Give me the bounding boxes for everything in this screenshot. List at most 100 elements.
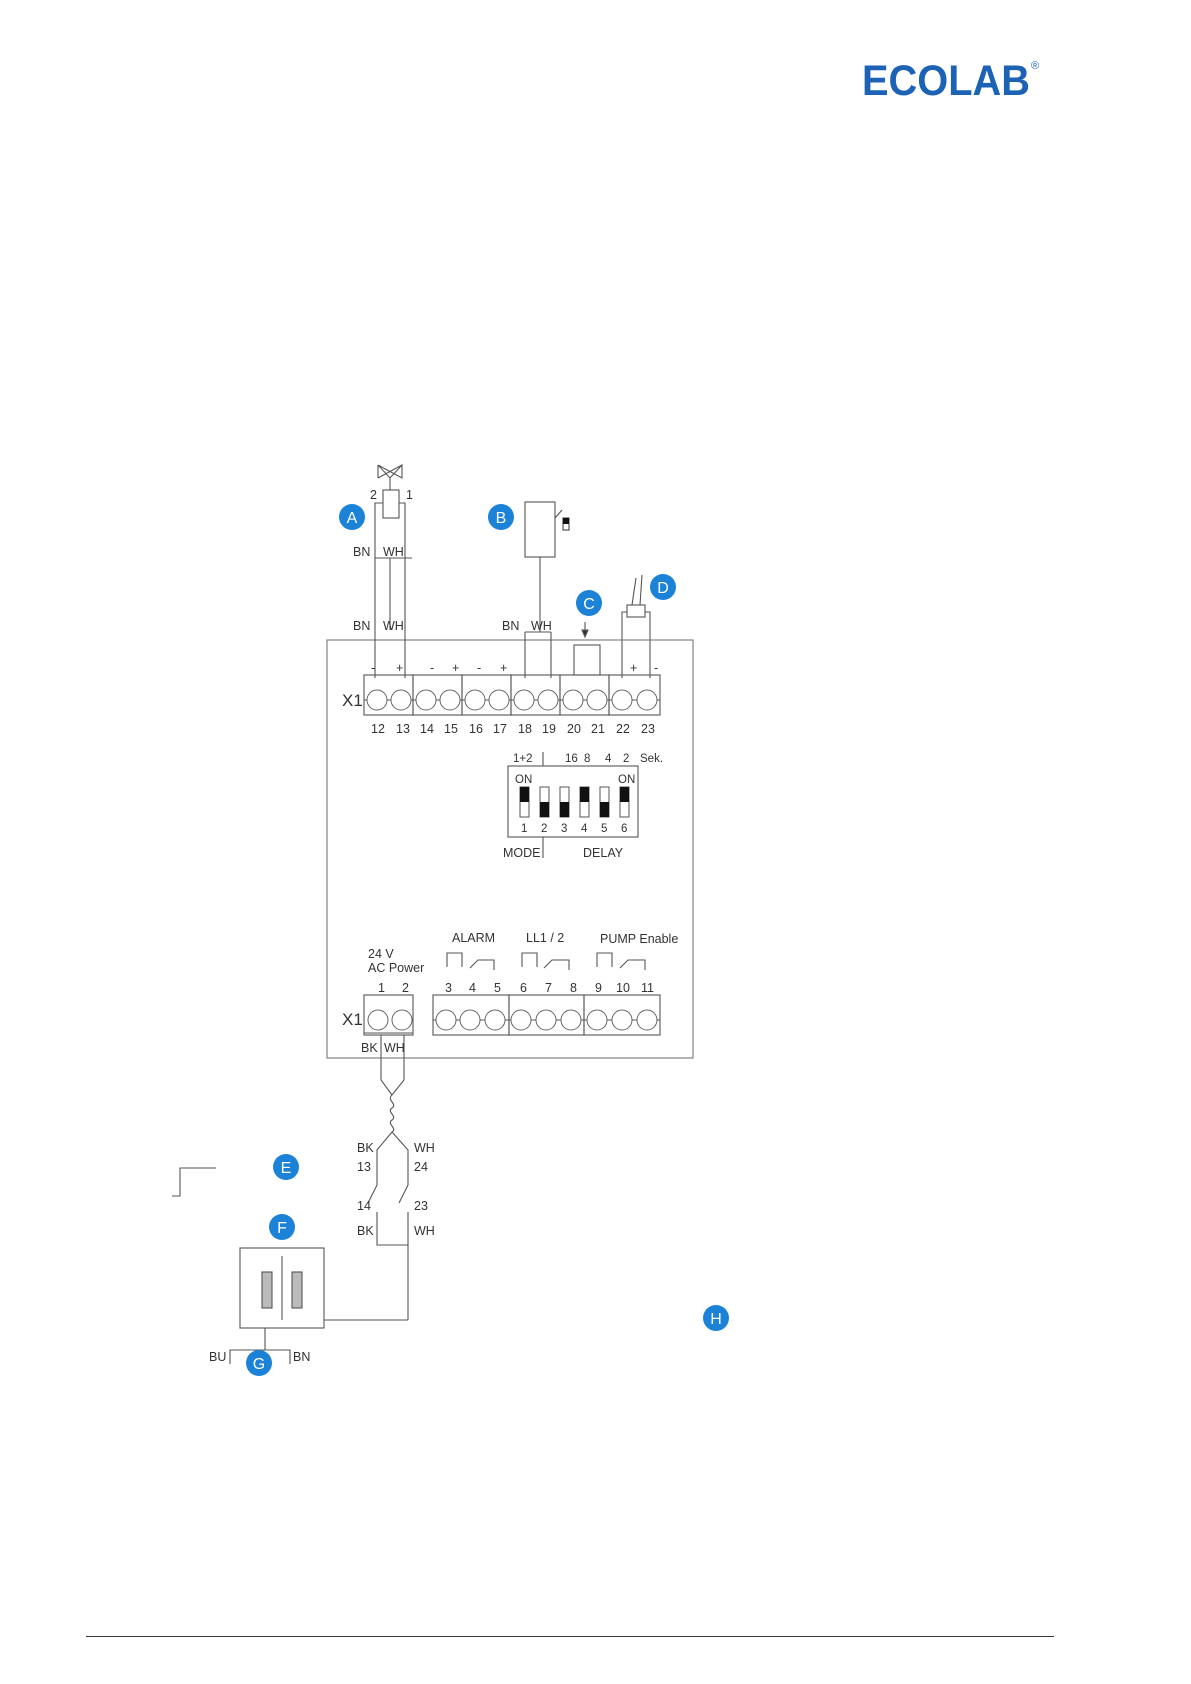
terminal-23 [637,690,657,710]
marker-d: D [650,574,676,600]
terminal-num-10: 10 [616,981,630,995]
terminal-1 [368,1010,388,1030]
terminal-num-12: 12 [371,722,385,736]
dip-label-1-2: 1+2 [513,753,533,765]
terminal-19 [538,690,558,710]
dip-switch-6-knob [620,787,629,802]
contactor-wh-top: WH [414,1141,435,1155]
polarity-14: - [430,661,434,675]
contactor-bk-bottom: BK [357,1224,374,1238]
terminal-wire-bn-b: BN [502,619,519,633]
marker-g: G [246,1350,272,1376]
terminal-6 [511,1010,531,1030]
terminal-x1-top-label: X1 [342,691,363,710]
power-label-ac: AC Power [368,961,424,975]
svg-text:C: C [583,596,595,613]
sensor-d-body [627,605,645,617]
terminal-14 [416,690,436,710]
terminal-num-13: 13 [396,722,410,736]
terminal-15 [440,690,460,710]
dip-label-8: 8 [584,753,590,765]
polarity-23: - [654,661,658,675]
terminal-wire-wh-a: WH [383,619,404,633]
dip-label-2: 2 [623,753,629,765]
terminal-13 [391,690,411,710]
terminal-18 [514,690,534,710]
marker-h: H [703,1305,729,1331]
polarity-13: + [396,661,403,675]
terminal-num-7: 7 [545,981,552,995]
contactor-bk-top: BK [357,1141,374,1155]
terminal-num-21: 21 [591,722,605,736]
valve-coil [383,490,399,518]
polarity-22: + [630,661,637,675]
terminal-17 [489,690,509,710]
marker-a: A [339,504,365,530]
valve-pin-2: 2 [370,488,377,502]
terminal-num-6: 6 [520,981,527,995]
dip-num-4: 4 [581,823,588,835]
terminal-4 [460,1010,480,1030]
terminal-num-3: 3 [445,981,452,995]
terminal-num-15: 15 [444,722,458,736]
dip-delay-label: DELAY [583,846,624,860]
terminal-21 [587,690,607,710]
terminal-num-11: 11 [641,981,654,995]
sensor-c-port [574,645,600,675]
terminal-3 [436,1010,456,1030]
dip-num-3: 3 [561,823,567,835]
dip-label-4: 4 [605,753,612,765]
sensor-b-body [525,502,555,557]
svg-text:D: D [657,580,669,597]
polarity-12: - [371,661,375,675]
contactor-wh-bottom: WH [414,1224,435,1238]
ll-label: LL1 / 2 [526,931,564,945]
power-label-24v: 24 V [368,947,394,961]
svg-text:G: G [253,1356,265,1373]
terminal-11 [637,1010,657,1030]
power-wire-bk: BK [361,1041,378,1055]
dip-switch-3-knob [560,802,569,817]
dip-switch-4-knob [580,787,589,802]
terminal-9 [587,1010,607,1030]
marker-b: B [488,504,514,530]
terminal-num-5: 5 [494,981,501,995]
terminal-num-4: 4 [469,981,476,995]
transformer-bn: BN [293,1350,310,1364]
dip-num-5: 5 [601,823,607,835]
terminal-x1-bottom-label: X1 [342,1010,363,1029]
terminal-num-18: 18 [518,722,532,736]
dip-num-6: 6 [621,823,627,835]
marker-c: C [576,590,602,616]
valve-wire-bn: BN [353,545,370,559]
contactor-14: 14 [357,1199,371,1213]
terminal-20 [563,690,583,710]
terminal-num-22: 22 [616,722,630,736]
pump-enable-label: PUMP Enable [600,932,678,946]
terminal-wire-bn-a: BN [353,619,370,633]
dip-switch-5-knob [600,802,609,817]
terminal-12 [367,690,387,710]
svg-text:A: A [347,510,358,527]
terminal-num-9: 9 [595,981,602,995]
terminal-num-20: 20 [567,722,581,736]
terminal-num-23: 23 [641,722,655,736]
terminal-wire-wh-b: WH [531,619,552,633]
terminal-7 [536,1010,556,1030]
dip-label-16: 16 [565,753,578,765]
transformer-bu: BU [209,1350,226,1364]
terminal-10 [612,1010,632,1030]
valve-wire-wh: WH [383,545,404,559]
dip-label-sek: Sek. [640,753,663,765]
power-wire-wh: WH [384,1041,405,1055]
alarm-label: ALARM [452,931,495,945]
terminal-2 [392,1010,412,1030]
terminal-num-8: 8 [570,981,577,995]
terminal-num-16: 16 [469,722,483,736]
terminal-num-1: 1 [378,981,385,995]
marker-e: E [273,1154,299,1180]
contactor-24: 24 [414,1160,428,1174]
valve-pin-1: 1 [406,488,413,502]
terminal-num-2: 2 [402,981,409,995]
